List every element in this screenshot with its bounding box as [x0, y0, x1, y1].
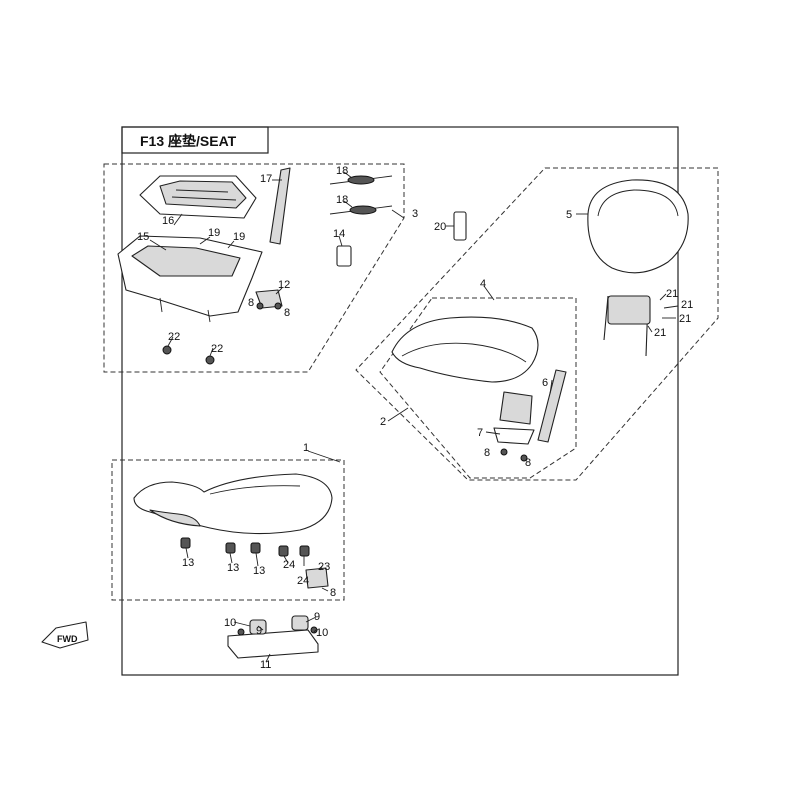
group-box-main-seat: [111, 459, 345, 601]
callout-9: 9: [256, 625, 262, 637]
callout-8: 8: [525, 457, 531, 469]
callout-20: 20: [434, 221, 446, 233]
forward-label: FWD: [57, 634, 78, 644]
group-box-storage-tray: [103, 163, 405, 373]
backrest-part: [587, 179, 689, 357]
grommet-part: [205, 355, 215, 365]
callout-23: 23: [318, 561, 330, 573]
velcro-strip-part: [329, 175, 393, 215]
callout-8: 8: [330, 587, 336, 599]
latch-part: [305, 567, 329, 589]
callout-4: 4: [480, 278, 486, 290]
diagram-frame: [121, 126, 679, 676]
callout-13: 13: [253, 565, 265, 577]
callout-1: 1: [303, 442, 309, 454]
callout-8: 8: [284, 307, 290, 319]
seat-bracket-part: [493, 391, 535, 462]
callout-13: 13: [227, 562, 239, 574]
title-box: [121, 126, 269, 154]
passenger-seat-part: [391, 316, 539, 383]
callout-18: 18: [336, 165, 348, 177]
callout-22: 22: [168, 331, 180, 343]
callout-21: 21: [666, 288, 678, 300]
callout-2: 2: [380, 416, 386, 428]
rail-part: [537, 369, 567, 443]
pad-part: [453, 211, 467, 241]
strap-part: [269, 167, 291, 245]
callout-13: 13: [182, 557, 194, 569]
callout-16: 16: [162, 215, 174, 227]
grommet-part: [162, 345, 172, 355]
callout-11: 11: [260, 659, 271, 671]
callout-15: 15: [137, 231, 149, 243]
grommet-part: [180, 537, 191, 549]
storage-lid-part: [139, 175, 257, 219]
callout-14: 14: [333, 228, 345, 240]
grommet-part: [225, 542, 236, 554]
callout-17: 17: [260, 173, 272, 185]
grommet-part: [250, 542, 261, 554]
callout-18: 18: [336, 194, 348, 206]
clip-part: [336, 245, 352, 267]
grommet-part: [278, 545, 289, 557]
callout-12: 12: [278, 279, 290, 291]
callout-21: 21: [679, 313, 691, 325]
group-box-passenger-seat: [379, 297, 577, 479]
callout-9: 9: [314, 611, 320, 623]
callout-7: 7: [477, 427, 483, 439]
callout-19: 19: [233, 231, 245, 243]
callout-5: 5: [566, 209, 572, 221]
callout-8: 8: [248, 297, 254, 309]
forward-direction-badge: FWD: [41, 621, 89, 649]
callout-3: 3: [412, 208, 418, 220]
callout-10: 10: [224, 617, 236, 629]
page-title: F13 座垫/SEAT: [140, 133, 237, 149]
callout-21: 21: [681, 299, 693, 311]
callout-10: 10: [316, 627, 328, 639]
callout-22: 22: [211, 343, 223, 355]
callout-21: 21: [654, 327, 666, 339]
storage-box-part: [117, 235, 263, 323]
callout-8: 8: [484, 447, 490, 459]
callout-24: 24: [283, 559, 295, 571]
group-box-backrest-assembly: [355, 167, 719, 481]
main-seat-part: [133, 473, 333, 535]
latch-bracket-part: [255, 289, 283, 310]
callout-19: 19: [208, 227, 220, 239]
leader-lines: [149, 171, 679, 663]
mounting-bracket-part: [227, 615, 319, 659]
callout-6: 6: [542, 377, 548, 389]
callout-labels: 1 2 3 4 5 6 7 8 8 8 8 8 9 9 10 10 11 12 …: [137, 165, 693, 671]
callout-24: 24: [297, 575, 309, 587]
grommet-part: [299, 545, 310, 557]
